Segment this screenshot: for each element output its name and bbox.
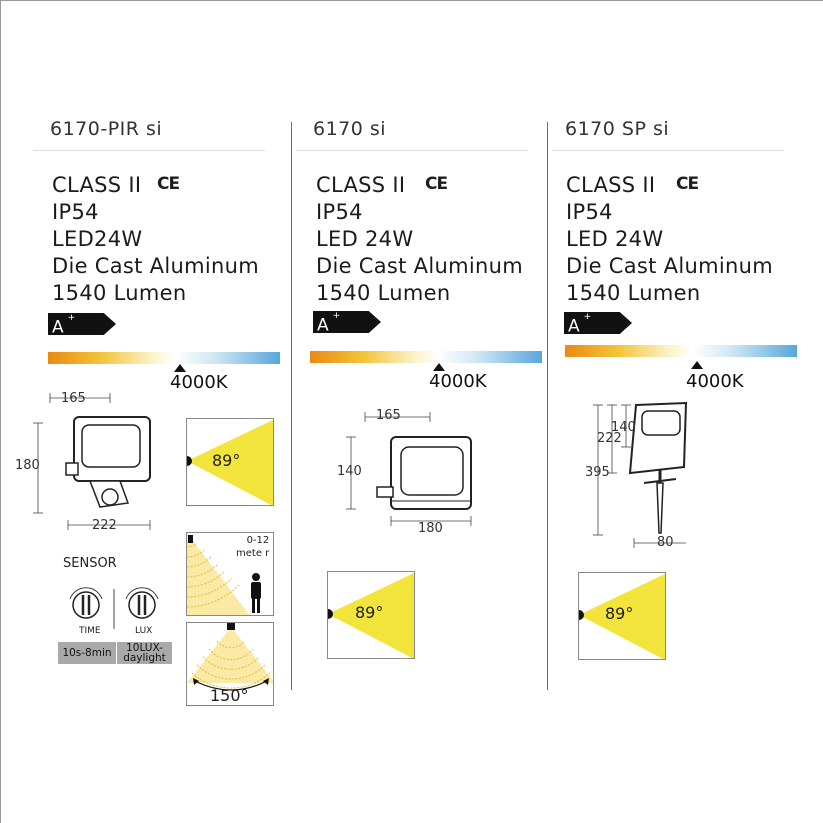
beam-angle-box-2 bbox=[327, 571, 415, 659]
dim-height-1: 180 bbox=[15, 458, 40, 473]
title-underline-2 bbox=[296, 150, 528, 151]
dim-width-top-1: 165 bbox=[61, 391, 86, 406]
dim-width-bottom-1: 222 bbox=[92, 518, 117, 533]
energy-label-2: A+ bbox=[313, 311, 381, 333]
beam-angle-box-3 bbox=[578, 572, 666, 660]
title-underline-3 bbox=[552, 150, 784, 151]
column-divider-1 bbox=[291, 122, 292, 690]
model-title-3: 6170 SP si bbox=[565, 118, 670, 140]
beam-angle-label-3: 89° bbox=[605, 604, 634, 623]
sensor-title: SENSOR bbox=[63, 556, 117, 571]
energy-label-1: A+ bbox=[48, 313, 116, 335]
color-temp-marker-1 bbox=[174, 364, 186, 372]
dim-width-bottom-2: 180 bbox=[418, 521, 443, 536]
detection-waves bbox=[187, 533, 261, 615]
detection-angle-box bbox=[186, 622, 274, 706]
beam-angle-label-1: 89° bbox=[212, 451, 241, 470]
dim-width-top-2: 165 bbox=[376, 408, 401, 423]
color-temp-marker-3 bbox=[691, 361, 703, 369]
beam-angle-label-2: 89° bbox=[355, 603, 384, 622]
spec-led-3: LED 24W bbox=[566, 227, 664, 251]
ce-mark-1: CE bbox=[157, 174, 180, 194]
spec-material-3: Die Cast Aluminum bbox=[566, 254, 773, 278]
detection-range-box bbox=[186, 532, 274, 616]
color-temp-label-1: 4000K bbox=[170, 372, 228, 393]
dim-height-2: 140 bbox=[337, 464, 362, 479]
spec-led-1: LED24W bbox=[52, 227, 143, 251]
lux-range-cell: 10LUX-daylight bbox=[117, 642, 172, 664]
spec-ip-1: IP54 bbox=[52, 200, 99, 224]
product-drawing-2 bbox=[346, 412, 472, 526]
product-drawing-3 bbox=[593, 401, 688, 548]
spec-led-2: LED 24W bbox=[316, 227, 414, 251]
ce-mark-2: CE bbox=[425, 174, 448, 194]
energy-label-3: A+ bbox=[564, 312, 632, 334]
spec-lumen-1: 1540 Lumen bbox=[52, 281, 187, 305]
color-temp-gradient-3 bbox=[565, 345, 797, 357]
sensor-knobs bbox=[69, 587, 159, 629]
beam-cone-3 bbox=[579, 573, 665, 659]
time-range-cell: 10s-8min bbox=[58, 642, 116, 664]
color-temp-gradient-2 bbox=[310, 351, 542, 363]
spec-material-1: Die Cast Aluminum bbox=[52, 254, 259, 278]
beam-angle-box-1 bbox=[186, 418, 274, 506]
model-title-1: 6170-PIR si bbox=[50, 118, 163, 140]
spec-ip-2: IP54 bbox=[316, 200, 363, 224]
ce-mark-3: CE bbox=[676, 174, 699, 194]
spec-class-2: CLASS II bbox=[316, 173, 406, 197]
color-temp-gradient-1 bbox=[48, 352, 280, 364]
knob-time-label: TIME bbox=[79, 626, 101, 636]
detection-angle-label: 150° bbox=[210, 686, 249, 705]
knob-lux-label: LUX bbox=[135, 626, 153, 636]
detection-arc bbox=[187, 623, 273, 691]
color-temp-label-2: 4000K bbox=[429, 371, 487, 392]
spec-lumen-2: 1540 Lumen bbox=[316, 281, 451, 305]
spec-ip-3: IP54 bbox=[566, 200, 613, 224]
beam-cone-2 bbox=[328, 572, 414, 658]
spec-material-2: Die Cast Aluminum bbox=[316, 254, 523, 278]
beam-cone-1 bbox=[187, 419, 273, 505]
title-underline-1 bbox=[33, 150, 265, 151]
spec-lumen-3: 1540 Lumen bbox=[566, 281, 701, 305]
dim-h3-3: 395 bbox=[585, 465, 610, 480]
dim-h1-3: 140 bbox=[611, 420, 636, 435]
spec-class-3: CLASS II bbox=[566, 173, 656, 197]
color-temp-label-3: 4000K bbox=[686, 371, 744, 392]
dim-width-bottom-3: 80 bbox=[657, 535, 674, 550]
model-title-2: 6170 si bbox=[313, 118, 387, 140]
dim-h2-3: 222 bbox=[597, 431, 622, 446]
column-divider-2 bbox=[547, 122, 548, 690]
spec-class-1: CLASS II bbox=[52, 173, 142, 197]
product-drawing-1 bbox=[33, 393, 151, 530]
color-temp-marker-2 bbox=[433, 363, 445, 371]
